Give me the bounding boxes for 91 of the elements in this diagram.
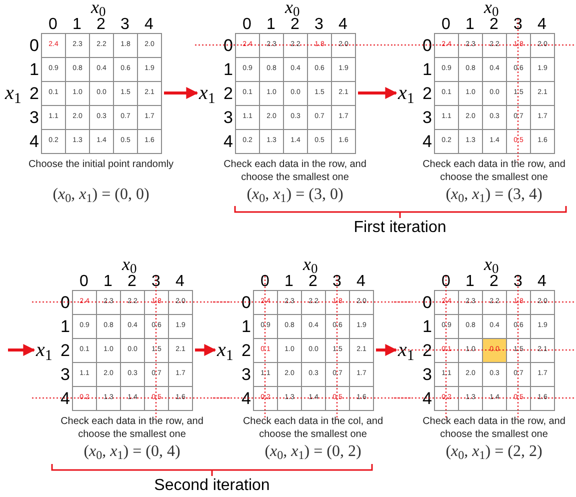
axis-label: x$_{0}$ (285, 0, 300, 16)
arrow (376, 344, 398, 356)
row-number: 1 (422, 61, 432, 78)
row-number: 2 (222, 85, 233, 102)
step-caption: Choose the initial point randomly (27, 158, 175, 171)
column-number: 0 (78, 274, 90, 290)
column-number: 3 (314, 17, 324, 33)
axis-label: x$_{0}$ (484, 0, 499, 16)
column-number: 4 (174, 274, 186, 290)
arrow (8, 344, 36, 356)
row-number: 1 (222, 61, 233, 78)
row-number: 0 (28, 37, 39, 54)
column-number: 3 (512, 274, 524, 290)
row-number: 0 (60, 294, 70, 311)
arrow (164, 87, 198, 99)
coordinate-formula: (x$_{0}$, x$_{1}$) = (0, 4) (82, 444, 182, 460)
row-number: 4 (222, 133, 233, 150)
column-number: 1 (464, 274, 476, 290)
row-number: 1 (240, 318, 251, 335)
iteration-label: Second iteration (153, 478, 271, 494)
row-number: 2 (240, 342, 251, 359)
row-number: 2 (60, 342, 70, 359)
column-number: 2 (488, 274, 500, 290)
column-number: 1 (284, 274, 294, 290)
column-number: 2 (126, 274, 138, 290)
axis-label: x$_{1}$ (217, 340, 234, 360)
step-caption: Check each data in the row, and choose the smallest one (422, 158, 566, 184)
step-caption: Check each data in the row, and choose the smallest one (222, 158, 368, 184)
row-number: 4 (28, 133, 39, 150)
coordinate-formula: (x$_{0}$, x$_{1}$) = (0, 2) (264, 444, 362, 460)
axis-label: x$_{0}$ (122, 255, 137, 273)
coordinate-formula: (x$_{0}$, x$_{1}$) = (0, 0) (52, 187, 150, 203)
axis-label: x$_{1}$ (398, 83, 414, 103)
axis-label: x$_{0}$ (484, 255, 499, 273)
row-number: 1 (422, 318, 432, 335)
step-caption: Check each data in the col, and choose the smallest one (242, 415, 384, 441)
column-number: 4 (338, 17, 348, 33)
row-number: 3 (422, 109, 432, 126)
column-number: 3 (332, 274, 342, 290)
column-number: 1 (102, 274, 114, 290)
row-number: 0 (222, 37, 233, 54)
row-number: 3 (28, 109, 39, 126)
column-number: 4 (536, 274, 548, 290)
axis-label: x$_{0}$ (303, 255, 318, 273)
column-number: 4 (144, 17, 154, 33)
axis-label: x$_{1}$ (398, 340, 414, 360)
row-number: 4 (422, 390, 432, 407)
column-number: 0 (440, 17, 452, 33)
row-number: 1 (28, 61, 39, 78)
column-number: 0 (260, 274, 270, 290)
coordinate-formula: (x$_{0}$, x$_{1}$) = (2, 2) (444, 444, 544, 460)
column-number: 1 (72, 17, 82, 33)
column-number: 0 (242, 17, 252, 33)
step-caption: Check each data in the row, and choose the smallest one (60, 415, 204, 441)
column-number: 1 (266, 17, 276, 33)
row-number: 3 (222, 109, 233, 126)
arrow (358, 87, 398, 99)
column-number: 0 (48, 17, 58, 33)
row-number: 4 (240, 390, 251, 407)
iteration-label: First iteration (352, 220, 448, 236)
axis-label: x$_{1}$ (199, 83, 216, 103)
column-number: 2 (488, 17, 500, 33)
column-number: 2 (308, 274, 318, 290)
column-number: 4 (356, 274, 366, 290)
row-number: 3 (240, 366, 251, 383)
row-number: 2 (422, 85, 432, 102)
column-number: 1 (464, 17, 476, 33)
row-number: 2 (422, 342, 432, 359)
column-number: 0 (440, 274, 452, 290)
axis-label: x$_{0}$ (91, 0, 106, 16)
axis-label: x$_{1}$ (5, 83, 22, 103)
column-number: 4 (536, 17, 548, 33)
column-number: 2 (96, 17, 106, 33)
column-number: 3 (120, 17, 130, 33)
row-number: 4 (422, 133, 432, 150)
row-number: 0 (422, 37, 432, 54)
coordinate-formula: (x$_{0}$, x$_{1}$) = (3, 4) (444, 187, 544, 203)
column-number: 3 (512, 17, 524, 33)
row-number: 4 (60, 390, 70, 407)
column-number: 2 (290, 17, 300, 33)
row-number: 1 (60, 318, 70, 335)
row-number: 0 (240, 294, 251, 311)
column-number: 3 (150, 274, 162, 290)
row-number: 3 (422, 366, 432, 383)
row-number: 0 (422, 294, 432, 311)
axis-label: x$_{1}$ (36, 340, 52, 360)
arrow (195, 344, 216, 356)
coordinate-formula: (x$_{0}$, x$_{1}$) = (3, 0) (246, 187, 344, 203)
row-number: 3 (60, 366, 70, 383)
step-caption: Check each data in the row, and choose the smallest one (422, 415, 566, 441)
row-number: 2 (28, 85, 39, 102)
